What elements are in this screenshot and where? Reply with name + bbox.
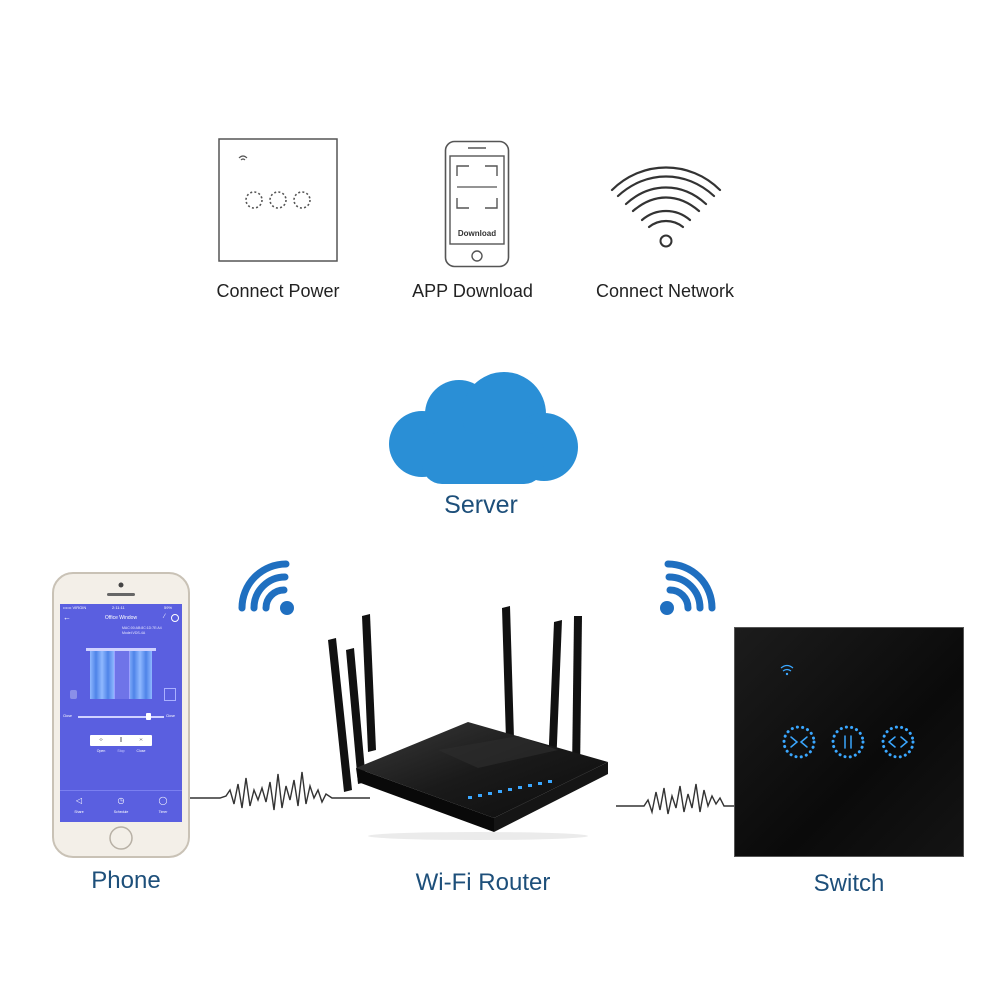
app-title: Office Window — [104, 615, 138, 621]
signal-wave-icon — [616, 783, 736, 815]
signal-wave-right — [616, 770, 736, 820]
position-slider[interactable] — [78, 716, 164, 718]
status-battery: 59% — [164, 605, 173, 610]
box-icon — [164, 688, 176, 701]
switch-face — [780, 664, 915, 759]
phone-label: Phone — [91, 867, 161, 894]
control-label-stop: Stop — [117, 749, 125, 753]
back-arrow-icon[interactable]: ← — [63, 613, 71, 622]
control-label-open: Open — [96, 749, 106, 753]
plant-icon — [70, 690, 77, 699]
curtain-rail — [86, 648, 156, 651]
step-connect-power — [218, 138, 338, 262]
info-icon[interactable] — [171, 614, 179, 622]
close-button[interactable]: ›‹ — [139, 737, 143, 743]
step-connect-network — [606, 158, 726, 250]
nav-label-share: Share — [74, 810, 84, 814]
status-carrier: •••••• VIRGIN — [63, 605, 87, 610]
server-cloud — [384, 372, 580, 490]
slider-label-right: Close — [166, 714, 175, 718]
step-label-app-download: APP Download — [412, 281, 533, 301]
step-label-connect-network: Connect Network — [595, 281, 735, 301]
wifi-router — [318, 600, 618, 840]
control-label-close: Close — [136, 749, 146, 753]
wifi-signal-icon — [238, 560, 294, 615]
nav-label-timer: Timer — [158, 810, 168, 814]
open-button[interactable]: ‹› — [99, 737, 103, 743]
stop-button[interactable]: || — [119, 737, 123, 743]
schedule-icon[interactable]: ◷ — [117, 796, 125, 805]
slider-label-left: Close — [63, 714, 72, 718]
wall-switch-outline-icon — [218, 138, 338, 262]
timer-icon[interactable]: ◯ — [158, 796, 168, 805]
smartphone: •••••• VIRGIN 2:11:11 59% ← Office Windo… — [52, 572, 190, 858]
nav-label-schedule: Schedule — [113, 810, 129, 814]
control-panel — [90, 735, 152, 746]
curtain-left — [90, 651, 114, 699]
phone-download-icon — [444, 140, 510, 268]
slider-handle[interactable] — [146, 713, 151, 720]
router-label: Wi-Fi Router — [415, 869, 551, 896]
server-label: Server — [444, 491, 518, 519]
wifi-signal-right — [656, 560, 722, 618]
cloud-icon — [389, 372, 578, 484]
phone-icon-download-text: Download — [457, 229, 497, 238]
edit-icon[interactable]: ⁄ — [164, 614, 166, 620]
router-icon — [328, 606, 608, 840]
app-screen: •••••• VIRGIN 2:11:11 59% ← Office Windo… — [60, 604, 182, 822]
bottom-nav — [60, 790, 182, 822]
status-bar: •••••• VIRGIN 2:11:11 59% — [60, 604, 182, 612]
wifi-signal-left — [232, 560, 298, 618]
wifi-icon — [610, 166, 722, 248]
share-icon[interactable]: ◁ — [75, 796, 83, 805]
curtain-right — [128, 651, 152, 699]
wifi-signal-icon — [660, 560, 716, 615]
switch-label: Switch — [813, 870, 885, 897]
touch-switch — [734, 627, 964, 857]
window-frame — [114, 651, 130, 699]
status-time: 2:11:11 — [112, 605, 125, 610]
device-info-mac: MAC:00:AB:8C:1D:7E:A4 — [122, 626, 162, 630]
signal-wave-left — [190, 760, 370, 820]
step-label-connect-power: Connect Power — [216, 281, 340, 301]
device-info-model: Model:VDS-4A — [122, 631, 146, 635]
step-app-download: Download — [444, 140, 510, 268]
signal-wave-icon — [190, 771, 370, 811]
